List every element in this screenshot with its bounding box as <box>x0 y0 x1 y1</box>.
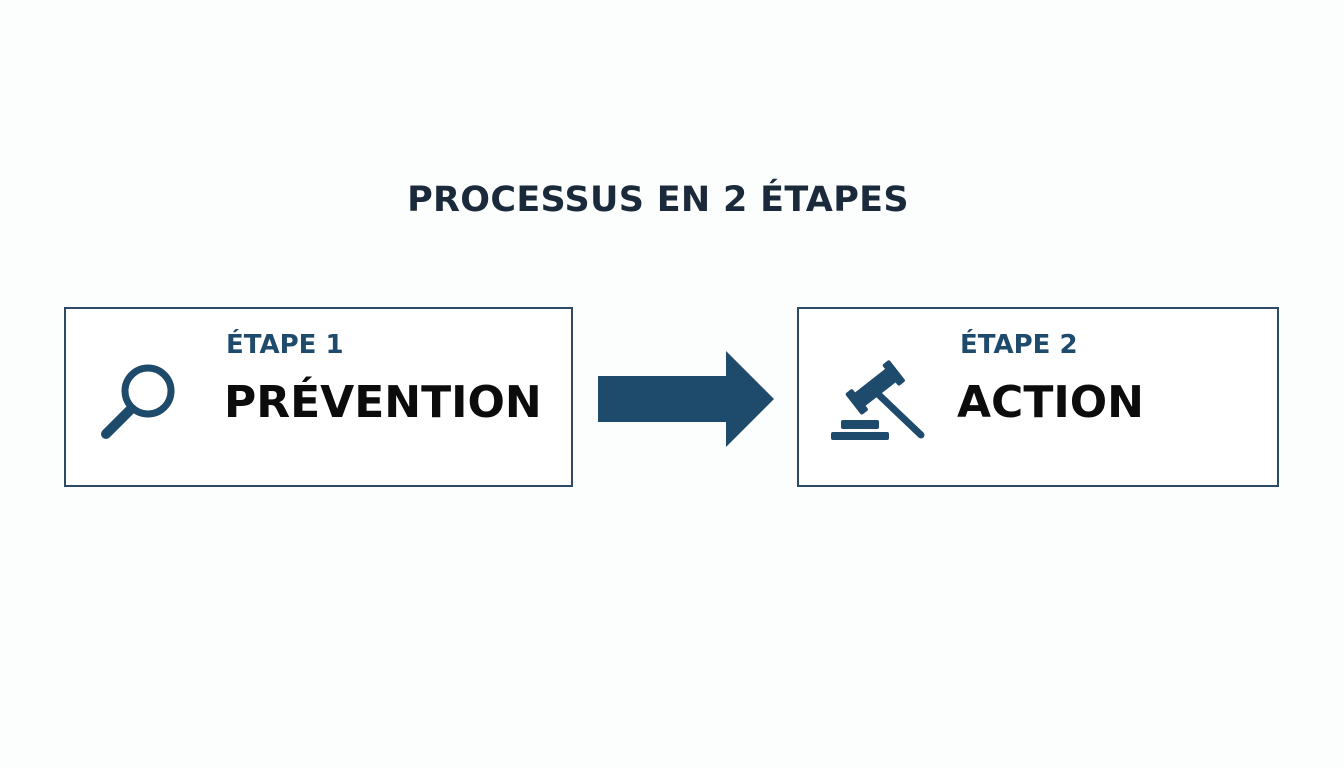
step-1-box: ÉTAPE 1 PRÉVENTION <box>64 307 573 487</box>
step-2-title: ACTION <box>957 377 1144 428</box>
diagram-title: PROCESSUS EN 2 ÉTAPES <box>407 180 909 220</box>
step-2-box: ÉTAPE 2 ACTION <box>797 307 1279 487</box>
arrow-right-icon <box>598 351 774 447</box>
gavel-icon <box>831 360 925 440</box>
magnifier-icon <box>101 364 175 439</box>
step-2-label: ÉTAPE 2 <box>960 330 1078 360</box>
step-1-title: PRÉVENTION <box>224 377 542 428</box>
step-1-label: ÉTAPE 1 <box>226 330 344 360</box>
